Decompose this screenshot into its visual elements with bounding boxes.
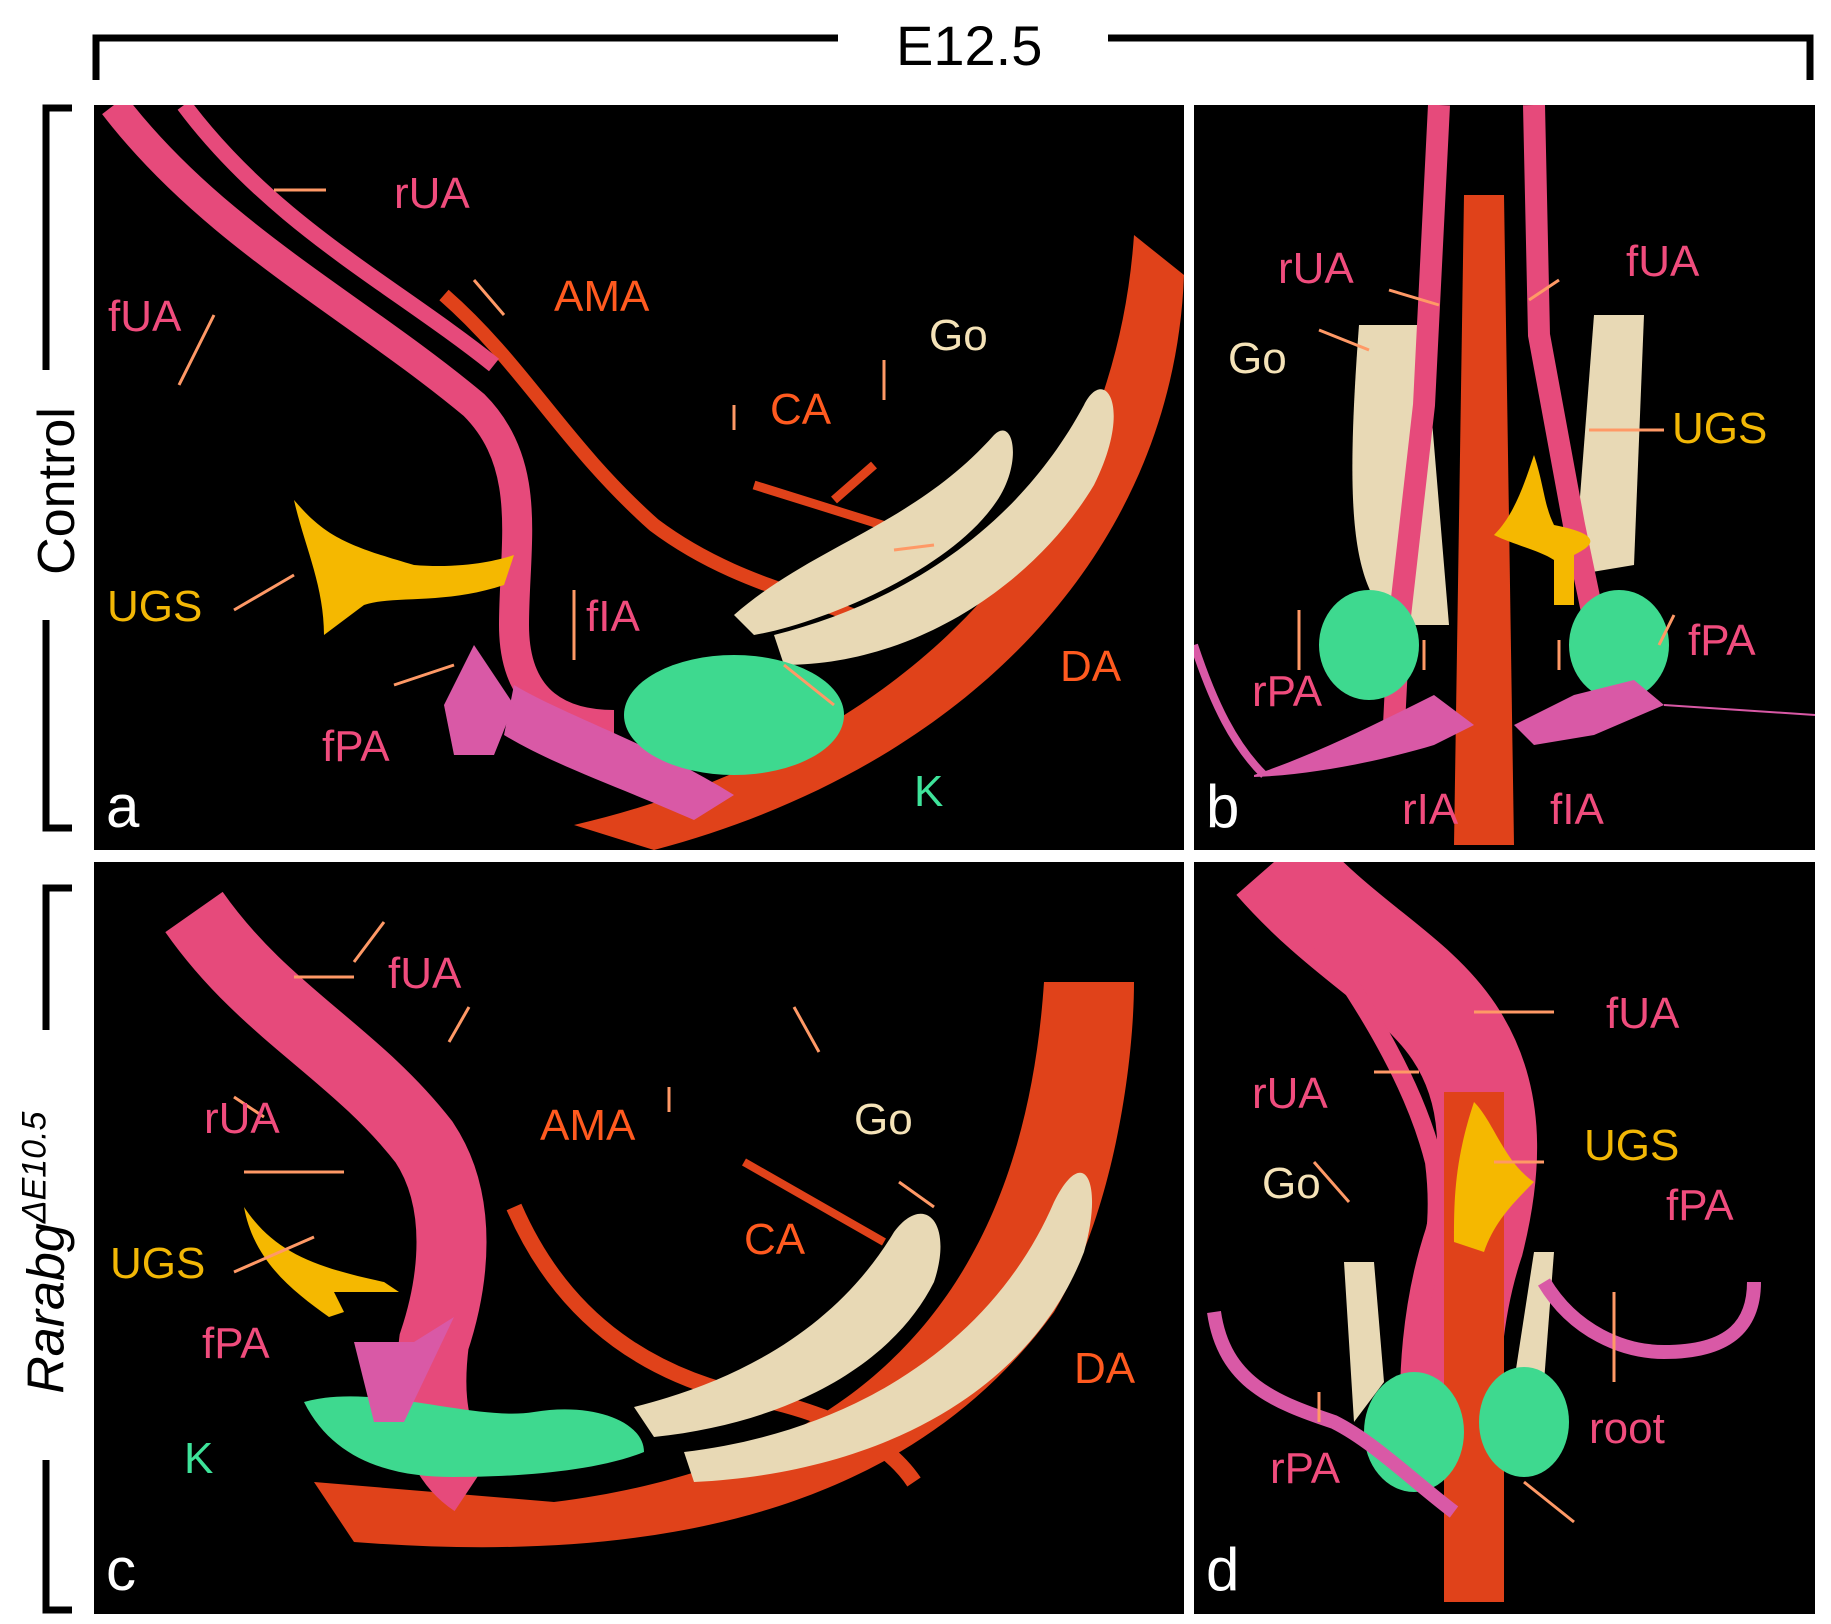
panel-a-label-K: K [914, 767, 944, 816]
panel-a-render [102, 105, 1184, 850]
panel-b-render [1194, 105, 1815, 845]
panel-d-letter: d [1206, 1536, 1240, 1603]
panel-a-label-fIA: fIA [586, 592, 640, 641]
panel-a-label-rUA: rUA [394, 169, 470, 218]
panel-b-label-Go: Go [1228, 334, 1287, 383]
panel-d-render [1207, 862, 1761, 1602]
panel-c-label-CA: CA [744, 1215, 806, 1264]
panel-a-label-DA: DA [1060, 642, 1122, 691]
panel-a-label-AMA: AMA [554, 272, 650, 321]
panel-b-letter: b [1206, 773, 1240, 840]
panel-a-label-Go: Go [929, 311, 988, 360]
panel-c-label-UGS: UGS [110, 1239, 206, 1288]
panel-c-letter: c [106, 1536, 136, 1603]
panel-d-label-fUA: fUA [1606, 989, 1680, 1038]
panel-b-label-fUA: fUA [1626, 237, 1700, 286]
panel-a-label-fPA: fPA [322, 722, 390, 771]
row-bracket-control [42, 104, 72, 1614]
panel-b-label-rIA: rIA [1402, 785, 1459, 834]
panel-a-letter: a [106, 773, 140, 840]
panel-b-label-UGS: UGS [1672, 404, 1768, 453]
row-label-control: Control [28, 407, 86, 575]
panel-d-label-rPA: rPA [1270, 1444, 1341, 1493]
row-label-mutant-main: Rarabg [17, 1223, 76, 1394]
panel-c-label-DA: DA [1074, 1344, 1136, 1393]
row-label-mutant-sup: ΔE10.5 [15, 1111, 54, 1224]
panel-d-label-fPA: fPA [1666, 1181, 1734, 1230]
panel-b-label-fIA: fIA [1550, 785, 1604, 834]
panel-d: fUA rUA UGS Go fPA rPA root d [1194, 862, 1815, 1614]
panel-c-label-fPA: fPA [202, 1319, 270, 1368]
row-label-mutant: RarabgΔE10.5 [15, 1063, 75, 1443]
panel-c-label-Go: Go [854, 1095, 913, 1144]
panel-c-render [165, 891, 1134, 1548]
panel-a-label-CA: CA [770, 385, 832, 434]
panel-d-label-UGS: UGS [1584, 1121, 1680, 1170]
panel-b-label-rPA: rPA [1252, 667, 1323, 716]
panel-c-label-AMA: AMA [540, 1101, 636, 1150]
panel-a: rUA fUA AMA Go CA UGS fIA DA fPA K a [94, 105, 1184, 850]
panel-c: fUA rUA AMA Go CA UGS fPA DA K c [94, 862, 1184, 1614]
panel-d-label-root: root [1589, 1404, 1665, 1453]
panel-d-label-rUA: rUA [1252, 1069, 1328, 1118]
panel-c-label-fUA: fUA [388, 949, 462, 998]
panel-c-label-K: K [184, 1434, 214, 1483]
timepoint-label: E12.5 [896, 14, 1043, 77]
panel-c-label-rUA: rUA [204, 1094, 280, 1143]
panel-b-label-rUA: rUA [1278, 244, 1354, 293]
panel-b: rUA fUA Go UGS fPA rPA rIA fIA b [1194, 105, 1815, 850]
timepoint-bracket [92, 34, 1814, 80]
panel-b-label-fPA: fPA [1688, 616, 1756, 665]
panel-a-label-fUA: fUA [108, 292, 182, 341]
panel-a-label-UGS: UGS [107, 582, 203, 631]
panel-d-label-Go: Go [1262, 1159, 1321, 1208]
